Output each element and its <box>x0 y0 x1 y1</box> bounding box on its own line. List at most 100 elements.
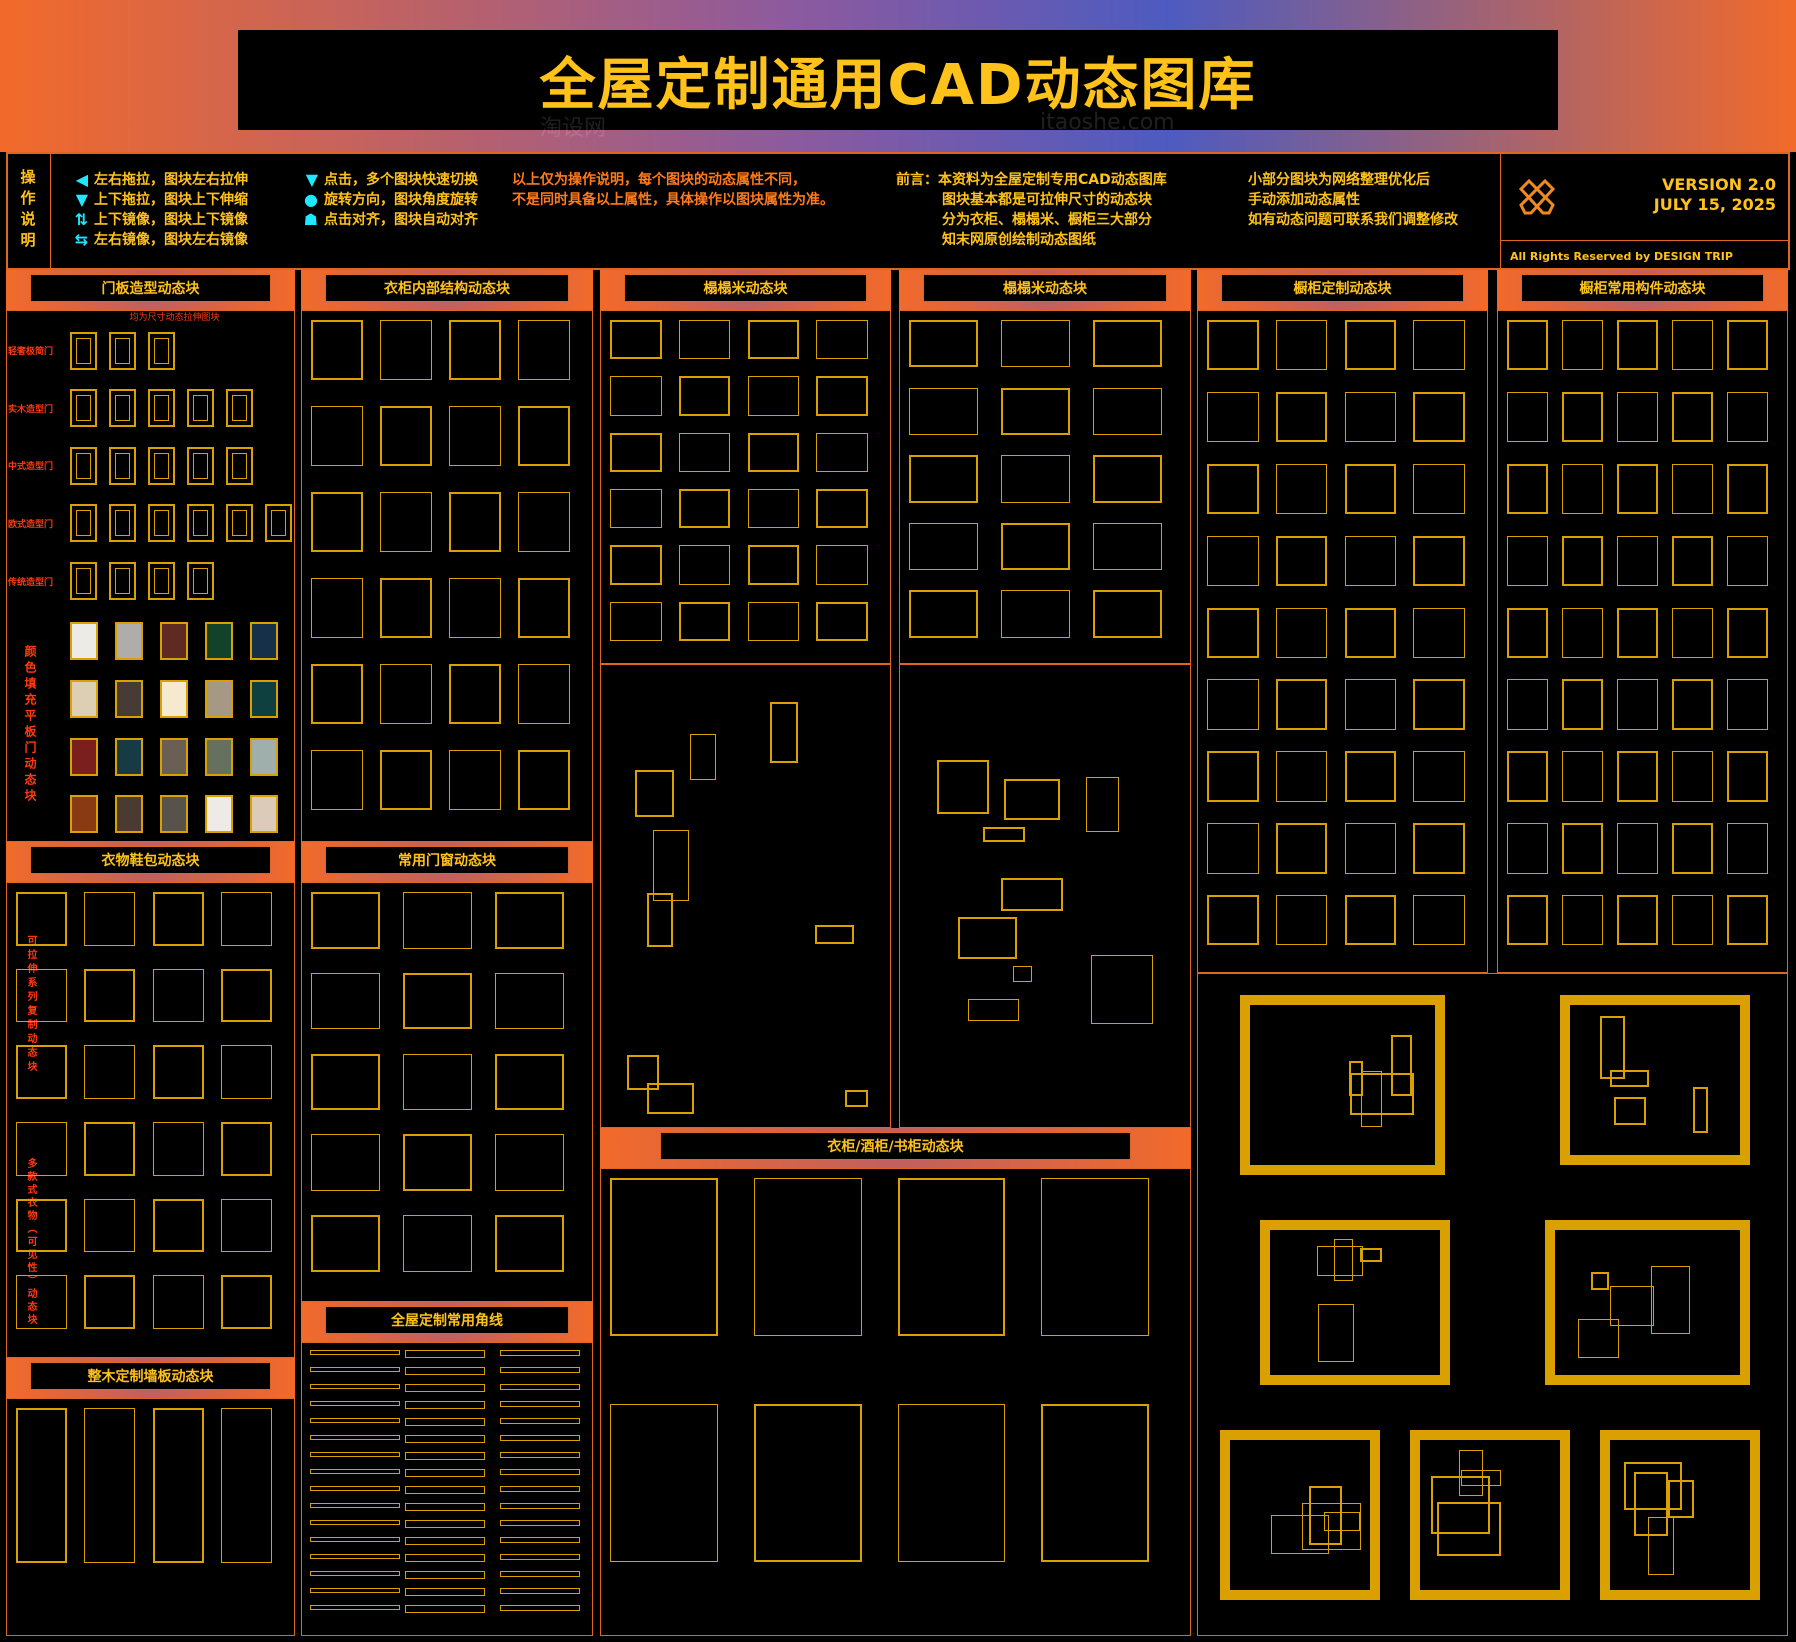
row-label: 实木造型门 <box>7 404 53 415</box>
kitchen-fixture <box>1591 1271 1610 1290</box>
door-panel-block <box>109 504 136 542</box>
cabinet-part-block <box>1562 823 1604 874</box>
tatami-elevation <box>635 769 674 818</box>
clothing-block <box>84 1198 136 1253</box>
cabinet-part-block <box>1507 535 1549 586</box>
door-panel-inset <box>115 395 130 421</box>
moulding-profile <box>500 1605 580 1611</box>
clothing-block <box>152 1198 204 1253</box>
moulding-profile <box>405 1605 485 1613</box>
section-wardrobe-interior: 衣柜内部结构动态块 <box>301 270 593 310</box>
moulding-profile <box>310 1537 400 1542</box>
section-title: 衣柜/酒柜/书柜动态块 <box>660 1132 1131 1160</box>
clothing-block <box>16 1122 68 1176</box>
tatami-elevation <box>770 701 799 763</box>
door-panel-inset <box>154 395 169 421</box>
tatami-elevation <box>958 916 1017 959</box>
tatami-elevation <box>1090 954 1154 1025</box>
moulding-profile <box>500 1520 580 1526</box>
wardrobe-interior-block <box>311 664 363 725</box>
moulding-profile <box>405 1350 485 1358</box>
clothing-block <box>152 1275 204 1329</box>
instruction-text: 左右拖拉，图块左右拉伸 <box>94 172 248 188</box>
cabinet-part-block <box>1672 463 1714 515</box>
cabinet-part-block <box>1617 895 1659 946</box>
row-label: 轻奢极简门 <box>7 347 53 357</box>
section-title: 门板造型动态块 <box>30 274 271 302</box>
tatami-block <box>1001 590 1070 638</box>
door-panel-inset <box>76 568 91 594</box>
instructions-label: 操作说明 <box>6 152 51 270</box>
cabinet-part-block <box>1562 679 1604 730</box>
kitchen-fixture <box>1634 1472 1668 1536</box>
moulding-profile <box>500 1401 580 1407</box>
wardrobe-interior-block <box>380 320 432 381</box>
cabinet-part-block <box>1617 607 1659 658</box>
rights-text: All Rights Reserved by DESIGN TRIP <box>1510 250 1733 263</box>
cabinet-block <box>1344 320 1397 371</box>
cabinet-block <box>1344 823 1397 874</box>
wardrobe-interior-block <box>449 320 501 381</box>
moulding-profile <box>405 1554 485 1562</box>
kitchen-fixture <box>1308 1485 1343 1545</box>
cabinet-part-block <box>1617 751 1659 802</box>
cabinet-block <box>1275 535 1328 586</box>
moulding-profile <box>310 1605 400 1610</box>
kitchen-fixture <box>1301 1503 1362 1551</box>
preface-line: 前言：本资料为全屋定制专用CAD动态图库 <box>896 172 1167 188</box>
kitchen-fixture <box>1623 1462 1683 1511</box>
cabinet-part-block <box>1562 391 1604 443</box>
wall-panel-block <box>220 1408 272 1564</box>
tatami-block <box>909 320 978 368</box>
arrow-left-icon: ◀ <box>75 170 88 189</box>
cabinet-block <box>1344 463 1397 515</box>
moulding-profile <box>310 1435 400 1440</box>
moulding-profile <box>310 1571 400 1576</box>
tatami-block <box>678 545 731 585</box>
moulding-profile <box>405 1588 485 1596</box>
tatami-block <box>1001 455 1070 503</box>
kitchen-elevation <box>1260 1220 1450 1385</box>
moulding-profile <box>500 1367 580 1373</box>
moulding-profile <box>500 1503 580 1509</box>
cabinet-block <box>1413 463 1465 515</box>
moulding-profile <box>405 1384 485 1392</box>
color-swatch <box>115 795 143 833</box>
tatami-block <box>1001 387 1070 435</box>
cabinet-block <box>1413 895 1465 946</box>
clothing-block <box>84 1122 136 1176</box>
tatami-elevation <box>646 1083 695 1114</box>
cabinet-part-block <box>1562 751 1604 802</box>
cabinet-block <box>1413 607 1465 658</box>
cabinet-part-block <box>1617 320 1659 371</box>
cabinet-block <box>1413 391 1465 443</box>
cabinet-part-block <box>1727 679 1769 730</box>
cabinet-block <box>1413 751 1465 802</box>
instructions-left: ◀左右拖拉，图块左右拉伸 ▼上下拖拉，图块上下伸缩 ⇅上下镜像，图块上下镜像 ⇆… <box>60 170 248 250</box>
moulding-profile <box>310 1401 400 1406</box>
clothing-block <box>220 1275 272 1329</box>
arrow-down-icon: ▼ <box>75 190 88 209</box>
wardrobe-interior-block <box>449 492 501 553</box>
tatami-block <box>678 489 731 529</box>
cabinet-part-block <box>1507 823 1549 874</box>
tatami-elevation <box>937 760 990 814</box>
tatami-elevation <box>653 829 690 902</box>
door-window-block <box>403 972 472 1030</box>
drawing-panel <box>6 882 295 1358</box>
moulding-profile <box>310 1503 400 1508</box>
kitchen-fixture <box>1348 1060 1363 1097</box>
row-label: 可拉伸系列复制动态块 <box>25 935 36 1075</box>
moulding-profile <box>310 1486 400 1491</box>
clothing-block <box>220 1122 272 1176</box>
wardrobe-block <box>753 1178 862 1337</box>
door-panel-inset <box>154 510 169 536</box>
cabinet-part-block <box>1727 320 1769 371</box>
tatami-elevation <box>627 1054 659 1090</box>
moulding-profile <box>310 1554 400 1559</box>
moulding-profile <box>405 1520 485 1528</box>
cabinet-block <box>1275 823 1328 874</box>
wardrobe-block <box>897 1404 1006 1563</box>
wardrobe-interior-block <box>518 492 570 553</box>
section-title: 榻榻米动态块 <box>923 274 1167 302</box>
